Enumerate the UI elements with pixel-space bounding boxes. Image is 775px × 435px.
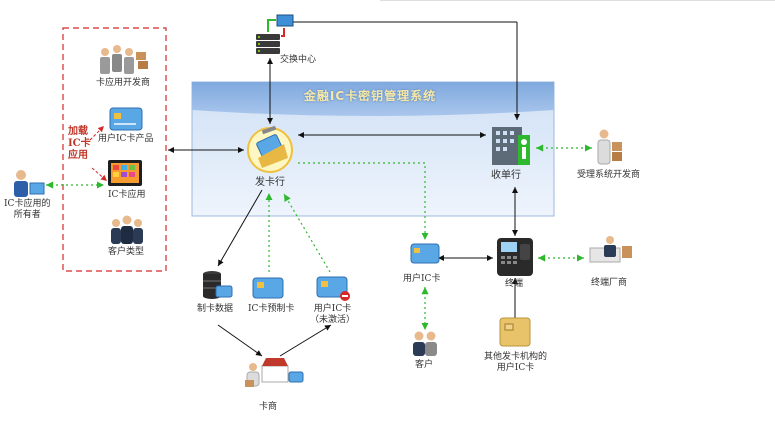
label-user-ic-card: 用户IC卡 [403,274,441,284]
card-vendor-icon [245,358,304,387]
issuer-card-icon [247,125,293,173]
label-user-ic-inactive: 用户IC卡 （未激活） [310,304,356,325]
label-other-issuer-card: 其他发卡机构的 用户IC卡 [484,352,548,373]
server-icon [256,14,294,54]
pos-terminal-icon [497,238,533,276]
label-terminal: 终端 [505,279,524,289]
acquirer-building-icon [492,127,530,165]
label-acceptance-dev: 受理系统开发商 [577,170,641,180]
label-card-data: 制卡数据 [197,304,234,314]
other-issuer-card-icon [499,317,531,347]
label-exchange-center: 交换中心 [280,55,317,65]
label-ic-precard: IC卡预制卡 [248,304,295,314]
terminal-vendor-icon [589,236,632,263]
label-load-app: 加载 IC卡 应用 [68,126,91,161]
precard-icon [252,277,284,299]
inactive-card-icon [316,276,350,301]
link-carddata-vendor [217,324,263,357]
label-ic-card-app: IC卡应用 [108,190,146,200]
developers-icon [100,45,148,74]
label-customer: 客户 [415,360,434,370]
system-band [192,82,554,116]
label-card-vendor: 卡商 [259,402,278,412]
link-issuer-usercard [298,162,429,240]
label-acquirer-bank: 收单行 [491,170,521,181]
user-ic-card-icon [410,243,440,264]
app-group-box [62,27,167,272]
link-vendor-inactive [279,324,332,357]
label-customer-type: 客户类型 [108,247,145,257]
customer-icon [413,331,437,356]
label-user-ic-card-product: 用户IC卡产品 [98,134,154,144]
label-issuer-bank: 发卡行 [255,177,285,188]
label-card-app-developer: 卡应用开发商 [96,78,151,88]
load-arrow-down [91,167,108,182]
customer-group-icon [111,215,143,244]
label-app-owner: IC卡应用的 所有者 [4,199,51,220]
label-terminal-vendor: 终端厂商 [591,278,628,288]
load-arrow-up [89,125,105,141]
app-owner-icon [14,170,45,197]
ic-card-product-icon [109,107,143,131]
system-title: 金融IC卡密钥管理系统 [303,89,437,103]
link-issuer-carddata [217,189,263,267]
tablet-icon [108,160,142,186]
database-icon [203,271,233,299]
link-inactive-issuer [283,193,331,273]
acceptance-dev-icon [597,129,622,165]
